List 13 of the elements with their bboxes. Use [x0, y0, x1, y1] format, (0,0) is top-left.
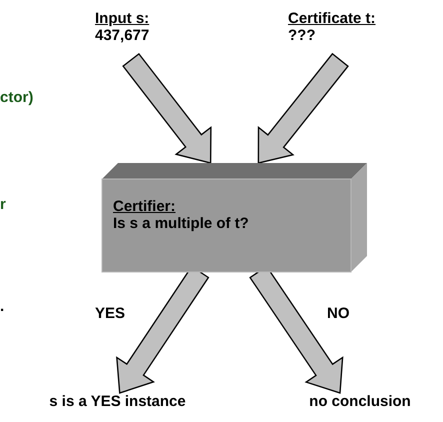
node-text: no conclusion	[309, 393, 411, 410]
node-text: s is a YES instance	[49, 393, 186, 410]
heading-text: Certifier:	[113, 198, 177, 215]
node-text: ???	[288, 27, 316, 44]
cut-off-text: .	[0, 298, 4, 315]
cut-off-text: ctor)	[0, 89, 34, 106]
cut-off-text: r	[0, 196, 6, 213]
node-text: Is s a multiple of t?	[113, 215, 249, 232]
block-arrow	[258, 52, 349, 164]
heading-text: Input s:	[95, 10, 150, 27]
heading-text: Certificate t:	[288, 10, 376, 27]
node-text: 437,677	[95, 27, 150, 44]
block-arrow	[122, 52, 212, 164]
